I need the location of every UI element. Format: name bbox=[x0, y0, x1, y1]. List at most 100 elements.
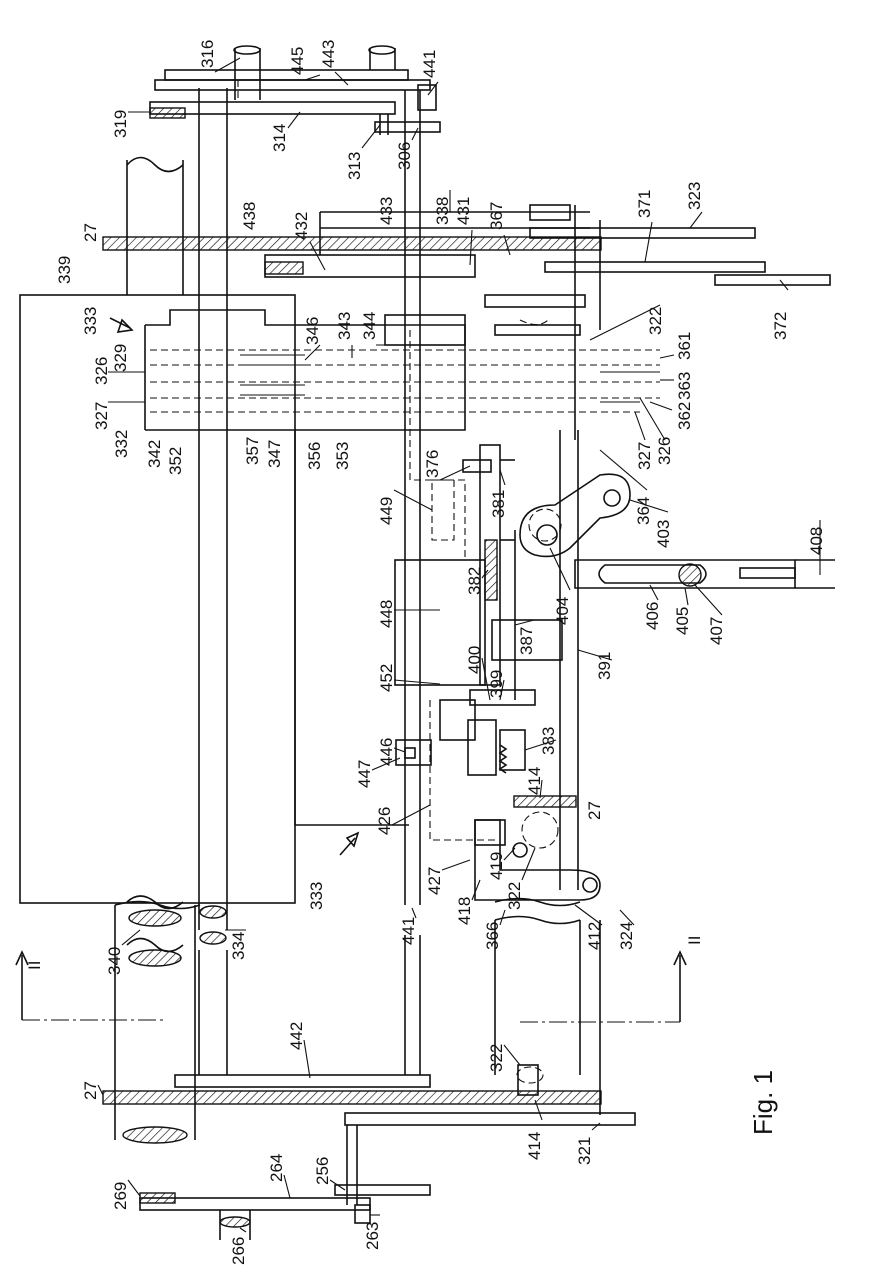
label-405: 405 bbox=[673, 607, 692, 635]
label-327-left: 327 bbox=[92, 402, 111, 430]
label-406: 406 bbox=[643, 602, 662, 630]
label-338: 338 bbox=[433, 197, 452, 225]
label-339: 339 bbox=[55, 256, 74, 284]
label-343: 343 bbox=[335, 312, 354, 340]
label-27-bottom: 27 bbox=[81, 1081, 100, 1100]
label-452: 452 bbox=[377, 664, 396, 692]
label-443: 443 bbox=[319, 40, 338, 68]
frame-wall-bottom bbox=[102, 1090, 602, 1105]
label-346: 346 bbox=[303, 317, 322, 345]
label-256: 256 bbox=[313, 1157, 332, 1185]
label-27-inner: 27 bbox=[585, 801, 604, 820]
label-363: 363 bbox=[675, 372, 694, 400]
plate-442 bbox=[174, 1074, 431, 1088]
label-449: 449 bbox=[377, 497, 396, 525]
label-347: 347 bbox=[265, 440, 284, 468]
label-322-top: 322 bbox=[646, 307, 665, 335]
label-321: 321 bbox=[575, 1137, 594, 1165]
label-404: 404 bbox=[553, 597, 572, 625]
shaft-441 bbox=[404, 90, 421, 1075]
label-322-mid: 322 bbox=[505, 882, 524, 910]
label-432: 432 bbox=[292, 212, 311, 240]
roller-340 bbox=[114, 156, 196, 1144]
assembly-432 bbox=[264, 204, 590, 278]
slide-391 bbox=[514, 430, 579, 890]
label-433: 433 bbox=[377, 197, 396, 225]
label-340: 340 bbox=[105, 947, 124, 975]
label-362: 362 bbox=[675, 402, 694, 430]
label-414-lower: 414 bbox=[525, 1132, 544, 1160]
label-381: 381 bbox=[489, 490, 508, 518]
lever-group-right bbox=[529, 205, 831, 440]
shaft-334 bbox=[198, 88, 228, 1075]
label-448: 448 bbox=[377, 600, 396, 628]
label-427: 427 bbox=[425, 867, 444, 895]
figure-caption: Fig. 1 bbox=[748, 1070, 778, 1135]
label-364: 364 bbox=[634, 497, 653, 525]
label-357: 357 bbox=[243, 437, 262, 465]
label-447: 447 bbox=[355, 760, 374, 788]
section-mark-left: II bbox=[25, 961, 44, 970]
label-352: 352 bbox=[166, 447, 185, 475]
label-344: 344 bbox=[360, 312, 379, 340]
label-446: 446 bbox=[377, 738, 396, 766]
label-266: 266 bbox=[229, 1237, 248, 1265]
label-426: 426 bbox=[375, 807, 394, 835]
label-382: 382 bbox=[465, 567, 484, 595]
label-371: 371 bbox=[635, 190, 654, 218]
label-326-left: 326 bbox=[92, 357, 111, 385]
clutch-assembly-344 bbox=[384, 294, 586, 560]
label-441: 441 bbox=[420, 50, 439, 78]
label-314: 314 bbox=[270, 124, 289, 152]
label-431: 431 bbox=[454, 197, 473, 225]
label-323: 323 bbox=[685, 182, 704, 210]
label-367: 367 bbox=[487, 202, 506, 230]
label-313: 313 bbox=[345, 152, 364, 180]
link-405 bbox=[574, 559, 835, 589]
crank-arm-403 bbox=[519, 473, 631, 558]
label-332: 332 bbox=[112, 430, 131, 458]
shaft-322-lower bbox=[516, 1064, 544, 1096]
label-403: 403 bbox=[654, 520, 673, 548]
section-line-II bbox=[15, 950, 687, 1023]
label-316: 316 bbox=[198, 40, 217, 68]
frame-box-339 bbox=[19, 294, 296, 904]
label-333-bottom: 333 bbox=[307, 882, 326, 910]
label-414-upper: 414 bbox=[525, 767, 544, 795]
label-306: 306 bbox=[395, 142, 414, 170]
label-324: 324 bbox=[617, 922, 636, 950]
arrow-333 bbox=[109, 317, 360, 856]
label-264: 264 bbox=[267, 1154, 286, 1182]
label-399: 399 bbox=[487, 670, 506, 698]
frame-wall-top bbox=[102, 236, 602, 251]
label-408: 408 bbox=[807, 527, 826, 555]
label-263: 263 bbox=[363, 1222, 382, 1250]
label-442: 442 bbox=[287, 1022, 306, 1050]
label-329: 329 bbox=[111, 344, 130, 372]
label-383: 383 bbox=[539, 727, 558, 755]
label-441-lower: 441 bbox=[399, 917, 418, 945]
label-419: 419 bbox=[487, 852, 506, 880]
label-356: 356 bbox=[305, 442, 324, 470]
label-376: 376 bbox=[423, 450, 442, 478]
label-407: 407 bbox=[707, 617, 726, 645]
ref-labels: 316 445 443 441 319 314 313 306 338 431 … bbox=[55, 40, 826, 1265]
label-27-top: 27 bbox=[81, 223, 100, 242]
label-438: 438 bbox=[240, 202, 259, 230]
spring-383 bbox=[439, 689, 536, 776]
label-269: 269 bbox=[111, 1182, 130, 1210]
section-mark-right: II bbox=[685, 936, 704, 945]
label-326-right: 326 bbox=[655, 437, 674, 465]
label-334: 334 bbox=[229, 932, 248, 960]
label-400: 400 bbox=[465, 646, 484, 674]
label-366: 366 bbox=[483, 922, 502, 950]
label-412: 412 bbox=[585, 922, 604, 950]
gear-train-lower bbox=[139, 1125, 431, 1240]
leader-lines bbox=[20, 57, 821, 1233]
label-333-top: 333 bbox=[81, 307, 100, 335]
frame-wall-inner bbox=[513, 795, 577, 808]
label-322-lower: 322 bbox=[487, 1044, 506, 1072]
plate-321 bbox=[344, 1112, 636, 1126]
label-387: 387 bbox=[517, 627, 536, 655]
